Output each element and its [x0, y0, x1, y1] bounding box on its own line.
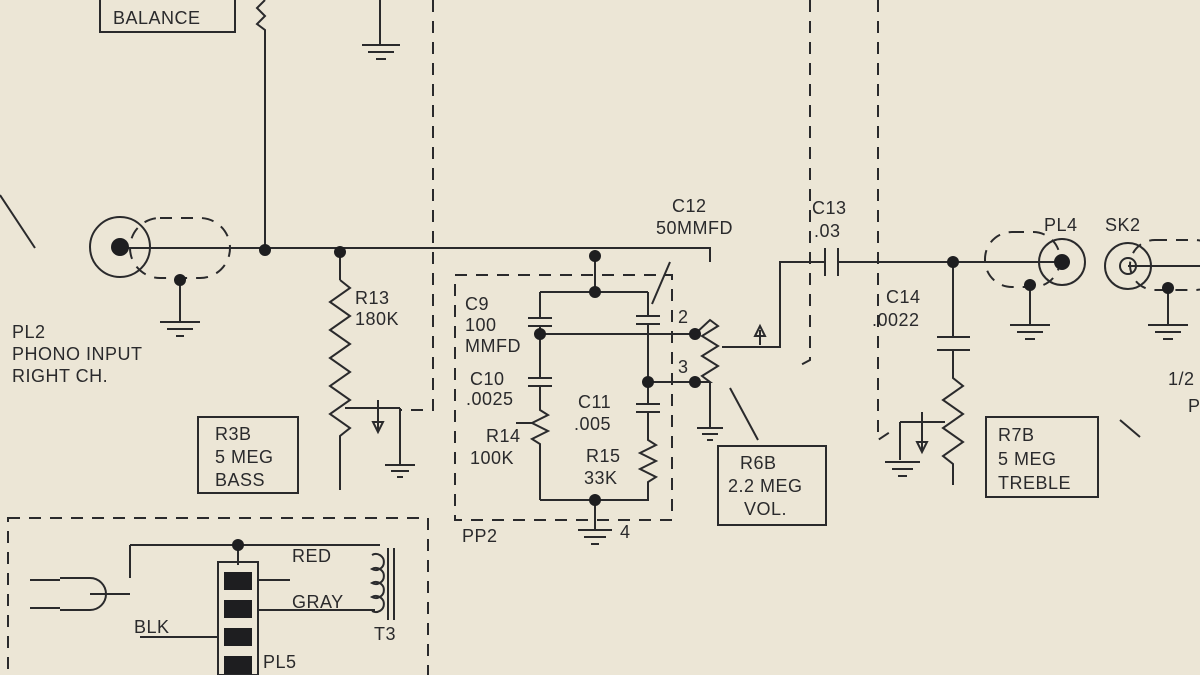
- pl2-jack: [89, 216, 151, 278]
- partial-p-label: P: [1188, 396, 1200, 416]
- r13-value: 180K: [355, 309, 399, 329]
- r15-value: 33K: [584, 468, 618, 488]
- sk2-label: SK2: [1105, 215, 1141, 235]
- r6b-function: VOL.: [744, 499, 787, 519]
- t3-label: T3: [374, 624, 396, 644]
- pin-3-label: 3: [678, 357, 689, 377]
- r6b-name: R6B: [740, 453, 777, 473]
- c9-unit: MMFD: [465, 336, 521, 356]
- r6b-value: 2.2 MEG: [728, 476, 803, 496]
- r13-name: R13: [355, 288, 390, 308]
- pp2-label: PP2: [462, 526, 498, 546]
- red-wire-label: RED: [292, 546, 332, 566]
- r7b-function: TREBLE: [998, 473, 1071, 493]
- jacks: [89, 216, 1152, 290]
- c12-value: 50MMFD: [656, 218, 733, 238]
- pl4-jack: [1038, 238, 1086, 286]
- r15-name: R15: [586, 446, 621, 466]
- gray-wire-label: GRAY: [292, 592, 344, 612]
- shield-lines: [7, 0, 1200, 675]
- r14-name: R14: [486, 426, 521, 446]
- c9-name: C9: [465, 294, 489, 314]
- r3b-function: BASS: [215, 470, 265, 490]
- c12-name: C12: [672, 196, 707, 216]
- junction-dots: [174, 244, 1174, 674]
- balance-label: BALANCE: [113, 8, 201, 28]
- c13-value: .03: [814, 221, 841, 241]
- pl5-label: PL5: [263, 652, 297, 672]
- pin-4-label: 4: [620, 522, 631, 542]
- phono-input-label: PHONO INPUT: [12, 344, 143, 364]
- r7b-value: 5 MEG: [998, 449, 1057, 469]
- pl4-label: PL4: [1044, 215, 1078, 235]
- right-ch-label: RIGHT CH.: [12, 366, 108, 386]
- pin-2-label: 2: [678, 307, 689, 327]
- c14-value: .0022: [872, 310, 920, 330]
- pl2-label: PL2: [12, 322, 46, 342]
- half-label: 1/2: [1168, 369, 1195, 389]
- r3b-name: R3B: [215, 424, 252, 444]
- blk-wire-label: BLK: [134, 617, 170, 637]
- c9-value: 100: [465, 315, 497, 335]
- c10-value: .0025: [466, 389, 514, 409]
- c11-value: .005: [574, 414, 611, 434]
- r3b-value: 5 MEG: [215, 447, 274, 467]
- r7b-name: R7B: [998, 425, 1035, 445]
- c14-name: C14: [886, 287, 921, 307]
- labels: BALANCE PL2 PHONO INPUT RIGHT CH. R13 18…: [12, 8, 1200, 672]
- sk2-jack: [1104, 242, 1152, 290]
- label-boxes: [99, 0, 1099, 526]
- r14-value: 100K: [470, 448, 514, 468]
- c11-name: C11: [578, 392, 611, 412]
- c13-name: C13: [812, 198, 847, 218]
- c10-name: C10: [470, 369, 505, 389]
